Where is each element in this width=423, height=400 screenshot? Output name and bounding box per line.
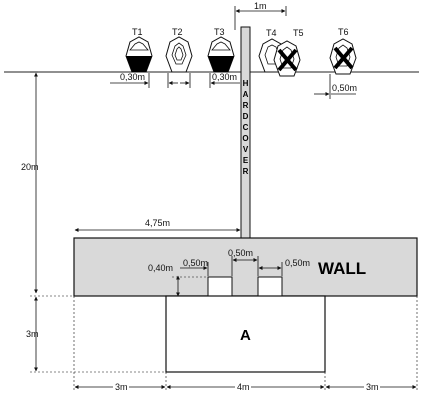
wall-opening-left bbox=[207, 276, 233, 297]
wall-label: WALL bbox=[318, 259, 366, 278]
svg-text:E: E bbox=[243, 156, 249, 165]
svg-text:A: A bbox=[243, 90, 249, 99]
target-t1-label: T1 bbox=[132, 27, 143, 37]
target-t6: T6 bbox=[329, 27, 357, 75]
dim-gap-t6-text: 0,50m bbox=[332, 83, 357, 93]
dim-opening-height-text: 0,40m bbox=[148, 263, 173, 273]
target-t6-label: T6 bbox=[338, 27, 349, 37]
svg-text:D: D bbox=[243, 112, 249, 121]
target-t2: T2 bbox=[165, 27, 193, 73]
wall-opening-right bbox=[257, 276, 283, 297]
target-t4-label: T4 bbox=[266, 28, 277, 38]
dim-opening: 0,50m 0,50m 0,50m 0,40m bbox=[148, 248, 310, 297]
target-t3: T3 bbox=[207, 27, 235, 73]
hardcover-post bbox=[240, 26, 251, 239]
dim-gap-t1-t2: 0,30m bbox=[110, 72, 178, 88]
dim-opening-right-text: 0,50m bbox=[285, 258, 310, 268]
dim-height-20m: 20m bbox=[21, 71, 39, 294]
svg-text:R: R bbox=[243, 101, 249, 110]
dim-gap-t1-t2-text: 0,30m bbox=[120, 72, 145, 82]
dim-gap-t2-t3-text: 0,30m bbox=[212, 72, 237, 82]
dim-top-1m: 1m bbox=[234, 1, 287, 30]
dim-bottom-right-3m: 3m bbox=[325, 381, 417, 392]
dim-bottom-left-text: 3m bbox=[115, 382, 128, 392]
svg-text:O: O bbox=[242, 134, 248, 143]
hardcover-label: H A R D C O V E R bbox=[242, 79, 248, 176]
target-t2-label: T2 bbox=[172, 27, 183, 37]
dim-gap-t6: 0,50m bbox=[314, 74, 357, 99]
dim-opening-gap-text: 0,50m bbox=[228, 248, 253, 258]
svg-text:C: C bbox=[243, 123, 249, 132]
svg-text:R: R bbox=[243, 167, 249, 176]
dim-4-75m-text: 4,75m bbox=[145, 218, 170, 228]
dim-height-3m-text: 3m bbox=[26, 329, 39, 339]
dim-bottom-mid-4m: 4m bbox=[166, 381, 325, 392]
block-a-label: A bbox=[240, 327, 251, 344]
dim-opening-offset-text: 0,50m bbox=[183, 258, 208, 268]
dim-bottom-right-text: 3m bbox=[366, 382, 379, 392]
target-t3-label: T3 bbox=[214, 27, 225, 37]
dim-height-20m-text: 20m bbox=[21, 162, 39, 172]
dim-height-3m: 3m bbox=[26, 295, 166, 373]
target-t5-label: T5 bbox=[293, 28, 304, 38]
dim-gap-t2-t3: 0,30m bbox=[180, 72, 240, 88]
svg-text:H: H bbox=[243, 79, 249, 88]
block-a bbox=[165, 295, 326, 373]
target-t1: T1 bbox=[125, 27, 153, 73]
dim-top-1m-text: 1m bbox=[254, 1, 267, 11]
dim-bottom-left-3m: 3m bbox=[74, 381, 166, 392]
dim-4-75m: 4,75m bbox=[74, 218, 241, 232]
dim-bottom-mid-text: 4m bbox=[237, 382, 250, 392]
svg-text:V: V bbox=[243, 145, 249, 154]
target-t5: T5 bbox=[273, 28, 304, 77]
